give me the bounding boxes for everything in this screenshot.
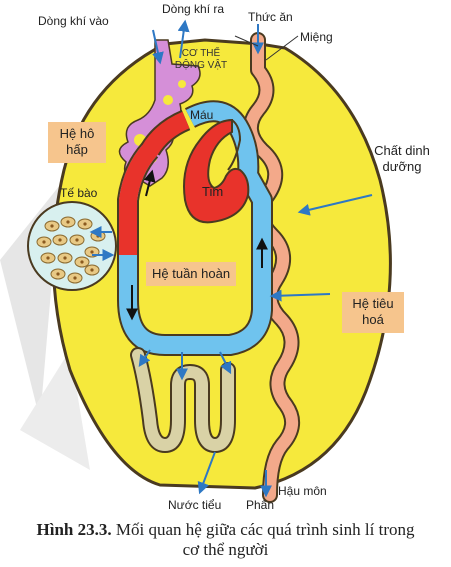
filter-arrow-3 [219,351,232,375]
feces-label: Phân [246,498,275,512]
caption-text: Mối quan hệ giữa các quá trình sinh lí t… [115,520,415,559]
nutrients-label: Chất dinh dưỡng [374,143,430,174]
nutrient-arrow-2 [269,289,331,302]
heart-label: Tim [202,184,224,199]
respiratory-system-box: Hệ hô hấp [48,122,106,163]
heart-shape [183,118,250,224]
air-out-arrow [177,19,190,59]
food-label: Thức ăn [248,10,293,24]
cell-label: Tế bào [60,186,98,200]
urine-arrow [197,451,216,495]
nutrient-arrow-1 [297,194,373,216]
figure-number: Hình 23.3. [36,520,112,539]
air-out-label: Dòng khí ra [162,2,225,16]
air-in-arrow [152,29,164,65]
artery-fill [119,111,190,255]
body-label: CƠ THỂ ĐỘNG VẬT [174,48,228,71]
flow-arrow-artery [143,169,156,197]
circulatory-system-box: Hệ tuần hoàn [146,262,237,287]
mouth-label: Miệng [300,30,333,44]
blood-label: Máu [190,108,214,122]
digestive-system-box: Hệ tiêu hoá [342,292,404,333]
filter-arrow-1 [138,349,151,367]
urine-label: Nước tiểu [168,498,222,512]
figure-caption: Hình 23.3. Mối quan hệ giữa các quá trìn… [0,520,451,560]
cell-cluster [27,201,117,291]
anus-label: Hậu môn [278,484,327,498]
air-in-label: Dòng khí vào [38,14,109,28]
